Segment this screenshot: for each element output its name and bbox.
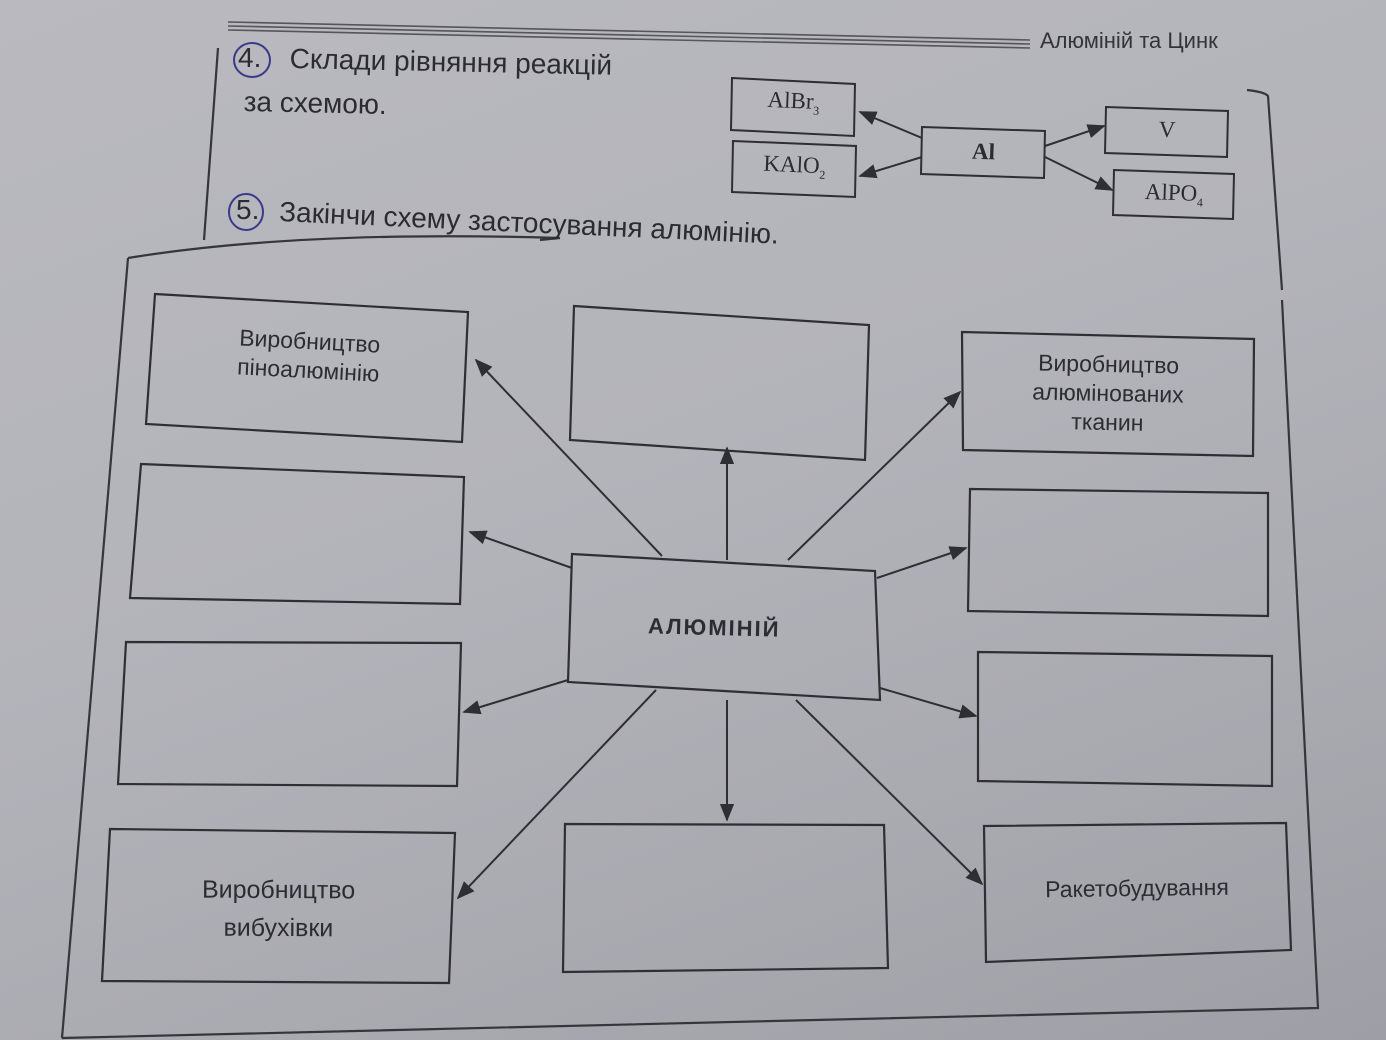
task4-number: 4. xyxy=(238,42,262,73)
task4-title-line1: Склади рівняння реакцій xyxy=(289,43,613,81)
box-bottom-right xyxy=(982,821,1293,964)
pen-circle-4 xyxy=(233,42,271,78)
box-mid-right-upper xyxy=(966,487,1270,618)
task4-frame xyxy=(202,47,1284,291)
box-top-center xyxy=(568,304,871,462)
formula-albr3: AlBr3 xyxy=(767,86,820,118)
box-mid-right-lower xyxy=(976,650,1274,788)
header-rule xyxy=(227,21,1031,49)
box-mid-left-upper xyxy=(128,462,466,606)
formula-kalo2: KAlO2 xyxy=(762,150,826,182)
label-top-right-line3: тканин xyxy=(1071,408,1144,436)
scheme-box-kalo2 xyxy=(730,139,858,199)
label-bottom-left-line2: вибухівки xyxy=(223,913,334,943)
task4-title-line2: за схемою. xyxy=(243,86,388,120)
label-top-right: Виробництво алюмінованих тканин xyxy=(961,347,1255,440)
box-bottom-center xyxy=(561,822,890,974)
pen-marks xyxy=(228,42,271,231)
label-bottom-left: Виробництво вибухівки xyxy=(106,870,451,948)
chapter-header: Алюміній та Цинк xyxy=(1040,28,1218,53)
pen-circle-5 xyxy=(228,193,264,231)
task5-frame xyxy=(60,235,1320,1040)
box-top-left xyxy=(144,292,470,444)
label-bottom-right-text: Ракетобудування xyxy=(1044,873,1230,903)
box-mid-left-lower xyxy=(116,640,463,788)
scheme-arrows xyxy=(858,111,1114,191)
center-label-aluminium: АЛЮМІНІЙ xyxy=(647,613,781,642)
scheme-box-al xyxy=(919,125,1047,180)
box-bottom-left xyxy=(100,827,457,985)
label-bottom-right: Ракетобудування xyxy=(986,872,1288,905)
formula-v: V xyxy=(1158,116,1176,143)
box-top-right xyxy=(960,330,1256,458)
scheme-box-alpo4 xyxy=(1111,168,1236,221)
label-bottom-left-line1: Виробництво xyxy=(201,875,356,905)
task5-number: 5. xyxy=(236,194,260,225)
diagram-boxes xyxy=(100,292,1293,985)
formula-al: Al xyxy=(971,138,996,165)
box-center-aluminium xyxy=(566,552,882,702)
diagram-arrows xyxy=(456,358,984,900)
formula-alpo4: AlPO4 xyxy=(1144,178,1204,210)
scheme-box-albr3 xyxy=(729,76,857,138)
